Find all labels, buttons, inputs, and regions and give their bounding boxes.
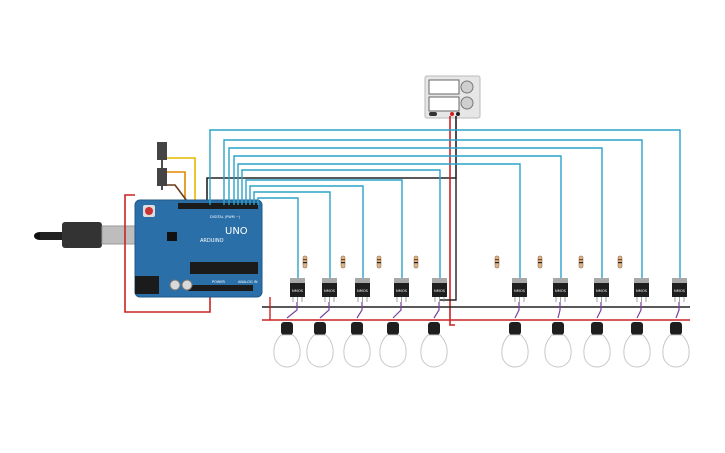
channel: NMOS — [306, 255, 346, 368]
resistor[interactable] — [537, 255, 543, 269]
slide-switch[interactable] — [157, 142, 167, 186]
resistor[interactable] — [376, 255, 382, 269]
nmos-transistor[interactable]: NMOS — [432, 278, 447, 302]
signal-wire — [257, 197, 299, 280]
channel: NMOS — [537, 255, 572, 368]
board-digital-label: DIGITAL (PWM ~) — [210, 215, 241, 219]
signal-wire — [253, 191, 331, 280]
signal-wire — [223, 139, 643, 280]
transistor-label: NMOS — [292, 289, 304, 293]
light-bulb[interactable] — [273, 322, 301, 368]
gate-wire — [319, 302, 330, 319]
channel: NMOS — [494, 255, 529, 368]
arduino-uno-board[interactable]: ARDUINO UNO DIGITAL (PWM ~) POWER ANALOG… — [134, 199, 263, 298]
nmos-transistor[interactable]: NMOS — [394, 278, 409, 302]
signal-wire — [245, 179, 403, 280]
gate-wire — [596, 302, 602, 319]
channel: NMOS — [343, 255, 382, 368]
nmos-transistor[interactable]: NMOS — [553, 278, 568, 302]
signal-wire — [249, 185, 364, 280]
gate-wire — [675, 302, 680, 319]
board-brand: ARDUINO — [200, 238, 224, 244]
nmos-transistor[interactable]: NMOS — [594, 278, 609, 302]
channel-group: NMOS NMOS NMOS NMOS NMOS NMOS NMOS NMOS NMOS NMOS — [273, 255, 690, 368]
board-analog-label: ANALOG IN — [238, 280, 258, 284]
signal-wire — [241, 169, 441, 280]
nmos-transistor[interactable]: NMOS — [672, 278, 687, 302]
usb-cable — [34, 222, 153, 248]
light-bulb[interactable] — [662, 322, 690, 368]
board-model: UNO — [225, 226, 248, 237]
transistor-label: NMOS — [357, 289, 369, 293]
signal-wire — [233, 155, 562, 280]
light-bulb[interactable] — [306, 322, 334, 368]
signal-wires — [209, 129, 690, 321]
ground-drop — [440, 178, 457, 301]
board-power-loop — [124, 194, 211, 313]
channel: NMOS — [420, 278, 448, 368]
transistor-label: NMOS — [324, 289, 336, 293]
nmos-transistor[interactable]: NMOS — [322, 278, 337, 302]
light-bulb[interactable] — [544, 322, 572, 368]
gate-wire — [557, 302, 561, 319]
signal-wire — [228, 147, 603, 280]
light-bulb[interactable] — [420, 322, 448, 368]
resistor[interactable] — [494, 255, 500, 269]
transistor-label: NMOS — [596, 289, 608, 293]
nmos-transistor[interactable]: NMOS — [512, 278, 527, 302]
channel: NMOS — [379, 255, 419, 368]
gate-wire — [433, 302, 440, 319]
light-bulb[interactable] — [343, 322, 371, 368]
resistor[interactable] — [617, 255, 623, 269]
transistor-label: NMOS — [514, 289, 526, 293]
transistor-label: NMOS — [636, 289, 648, 293]
gate-wire — [514, 302, 520, 319]
light-bulb[interactable] — [583, 322, 611, 368]
resistor[interactable] — [302, 255, 308, 269]
light-bulb[interactable] — [623, 322, 651, 368]
nmos-transistor[interactable]: NMOS — [634, 278, 649, 302]
gate-wire — [392, 302, 402, 319]
signal-wire — [209, 129, 681, 280]
channel: NMOS — [578, 255, 611, 368]
channel: NMOS — [273, 255, 308, 368]
gate-wire — [636, 302, 642, 319]
power-supply[interactable] — [424, 75, 481, 119]
channel: NMOS — [617, 255, 651, 368]
light-bulb[interactable] — [501, 322, 529, 368]
nmos-transistor[interactable]: NMOS — [355, 278, 370, 302]
channel: NMOS — [662, 278, 690, 368]
resistor[interactable] — [340, 255, 346, 269]
resistor[interactable] — [578, 255, 584, 269]
transistor-label: NMOS — [434, 289, 446, 293]
board-power-label: POWER — [212, 280, 226, 284]
nmos-transistor[interactable]: NMOS — [290, 278, 305, 302]
transistor-label: NMOS — [396, 289, 408, 293]
transistor-label: NMOS — [555, 289, 567, 293]
gate-wire — [356, 302, 363, 319]
light-bulb[interactable] — [379, 322, 407, 368]
signal-wire — [237, 163, 521, 280]
resistor[interactable] — [413, 255, 419, 269]
gate-wire — [286, 302, 298, 319]
transistor-label: NMOS — [674, 289, 686, 293]
